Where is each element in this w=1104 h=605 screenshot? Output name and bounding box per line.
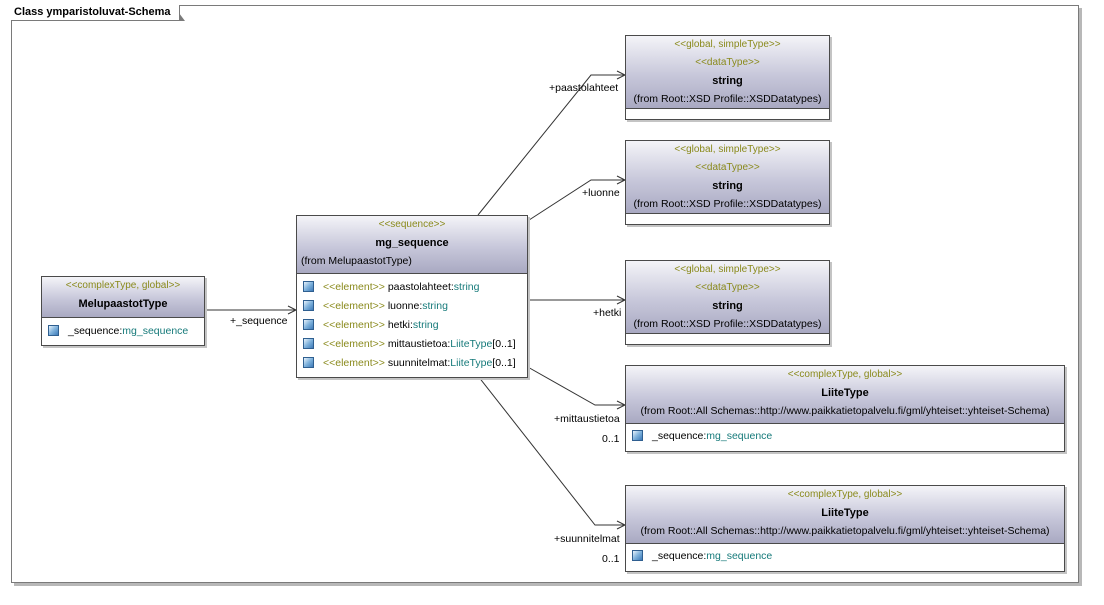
class-header: <<global, simpleType>> <<dataType>> stri…	[626, 36, 829, 109]
stereotype-label: <<dataType>>	[695, 162, 760, 173]
from-label: (from Root::XSD Profile::XSDDatatypes)	[633, 93, 822, 105]
attr-type: LiiteType	[450, 357, 493, 369]
from-label: (from Root::XSD Profile::XSDDatatypes)	[633, 318, 822, 330]
attr-name: _sequence:	[652, 430, 707, 442]
attr-name: hetki:	[387, 319, 413, 331]
class-header: <<sequence>> mg_sequence (from Melupaast…	[297, 216, 527, 274]
attr-name: mittaustietoa:	[387, 338, 451, 350]
attribute-icon	[303, 299, 314, 311]
class-header: <<complexType, global>> LiiteType (from …	[626, 366, 1064, 424]
attr-type: mg_sequence	[122, 325, 189, 337]
attr-type: string	[453, 281, 480, 293]
attribute-icon	[632, 549, 643, 561]
mult-suunnitelmat: 0..1	[602, 553, 620, 565]
class-string-paastolahteet[interactable]: <<global, simpleType>> <<dataType>> stri…	[625, 35, 830, 120]
attribute-compartment: _sequence:mg_sequence	[626, 424, 1064, 446]
attribute-icon	[632, 429, 643, 441]
attr-type: mg_sequence	[706, 430, 773, 442]
attribute-row[interactable]: _sequence:mg_sequence	[42, 322, 204, 341]
class-name: string	[712, 75, 743, 87]
assoc-luonne	[525, 179, 625, 223]
class-melupaastottype[interactable]: <<complexType, global>> MelupaastotType …	[41, 276, 205, 346]
attribute-row[interactable]: <<element>> mittaustietoa:LiiteType[0..1…	[297, 335, 527, 354]
attr-name: _sequence:	[68, 325, 123, 337]
class-liitetype-mittaustietoa[interactable]: <<complexType, global>> LiiteType (from …	[625, 365, 1065, 452]
from-label: (from Root::All Schemas::http://www.paik…	[640, 405, 1050, 417]
attribute-compartment: <<element>> paastolahteet:string <<eleme…	[297, 274, 527, 373]
mult-mittaustietoa: 0..1	[602, 433, 620, 445]
from-label: (from Root::All Schemas::http://www.paik…	[640, 525, 1050, 537]
stereotype-label: <<global, simpleType>>	[674, 144, 781, 155]
attribute-icon	[303, 356, 314, 368]
role-sequence: +_sequence	[230, 315, 288, 327]
attr-type: LiiteType	[450, 338, 493, 350]
stereotype-label: <<complexType, global>>	[65, 280, 181, 291]
attr-stereotype: <<element>>	[323, 281, 385, 293]
attribute-icon	[303, 337, 314, 349]
stereotype-label: <<complexType, global>>	[787, 489, 903, 500]
attr-type: string	[412, 319, 439, 331]
stereotype-label: <<dataType>>	[695, 282, 760, 293]
class-name: string	[712, 300, 743, 312]
from-label: (from MelupaastotType)	[301, 255, 412, 267]
attr-name: luonne:	[387, 300, 423, 312]
stereotype-label: <<complexType, global>>	[787, 369, 903, 380]
attr-mult: [0..1]	[492, 338, 516, 350]
attribute-row[interactable]: <<element>> hetki:string	[297, 316, 527, 335]
role-suunnitelmat: +suunnitelmat	[554, 533, 620, 545]
stereotype-label: <<global, simpleType>>	[674, 264, 781, 275]
stereotype-label: <<global, simpleType>>	[674, 39, 781, 50]
attribute-row[interactable]: <<element>> suunnitelmat:LiiteType[0..1]	[297, 354, 527, 373]
attribute-icon	[303, 280, 314, 292]
assoc-paastolahteet	[477, 74, 625, 216]
attribute-row[interactable]: _sequence:mg_sequence	[626, 427, 1064, 446]
attr-stereotype: <<element>>	[323, 300, 385, 312]
attr-name: paastolahteet:	[387, 281, 454, 293]
role-mittaustietoa: +mittaustietoa	[554, 413, 620, 425]
attr-stereotype: <<element>>	[323, 319, 385, 331]
role-hetki: +hetki	[593, 307, 622, 319]
stereotype-label: <<dataType>>	[695, 57, 760, 68]
class-name: LiiteType	[821, 507, 869, 519]
attr-name: _sequence:	[652, 550, 707, 562]
attribute-compartment: _sequence:mg_sequence	[626, 544, 1064, 566]
class-header: <<complexType, global>> LiiteType (from …	[626, 486, 1064, 544]
diagram-title: Class ymparistoluvat-Schema	[11, 5, 185, 21]
class-name: string	[712, 180, 743, 192]
attr-type: string	[422, 300, 448, 312]
empty-compartment	[626, 214, 829, 219]
attribute-row[interactable]: <<element>> luonne:string	[297, 297, 527, 316]
empty-compartment	[626, 109, 829, 114]
attr-name: suunnitelmat:	[387, 357, 451, 369]
attr-stereotype: <<element>>	[323, 338, 385, 350]
assoc-mittaustietoa	[525, 365, 625, 406]
class-name: mg_sequence	[375, 237, 449, 249]
class-name: LiiteType	[821, 387, 869, 399]
attribute-row[interactable]: <<element>> paastolahteet:string	[297, 278, 527, 297]
class-mg-sequence[interactable]: <<sequence>> mg_sequence (from Melupaast…	[296, 215, 528, 378]
attr-type: mg_sequence	[706, 550, 773, 562]
assoc-suunnitelmat	[477, 375, 625, 526]
from-label: (from Root::XSD Profile::XSDDatatypes)	[633, 198, 822, 210]
attr-stereotype: <<element>>	[323, 357, 385, 369]
role-luonne: +luonne	[582, 187, 620, 199]
class-name: MelupaastotType	[78, 298, 168, 310]
class-liitetype-suunnitelmat[interactable]: <<complexType, global>> LiiteType (from …	[625, 485, 1065, 572]
empty-compartment	[626, 334, 829, 339]
attribute-icon	[303, 318, 314, 330]
stereotype-label: <<sequence>>	[378, 219, 446, 230]
attribute-row[interactable]: _sequence:mg_sequence	[626, 547, 1064, 566]
class-header: <<global, simpleType>> <<dataType>> stri…	[626, 261, 829, 334]
class-header: <<complexType, global>> MelupaastotType	[42, 277, 204, 318]
attribute-icon	[48, 324, 59, 336]
class-string-hetki[interactable]: <<global, simpleType>> <<dataType>> stri…	[625, 260, 830, 345]
role-paastolahteet: +paastolahteet	[549, 82, 619, 94]
class-header: <<global, simpleType>> <<dataType>> stri…	[626, 141, 829, 214]
attribute-compartment: _sequence:mg_sequence	[42, 318, 204, 341]
class-string-luonne[interactable]: <<global, simpleType>> <<dataType>> stri…	[625, 140, 830, 225]
attr-mult: [0..1]	[492, 357, 516, 369]
